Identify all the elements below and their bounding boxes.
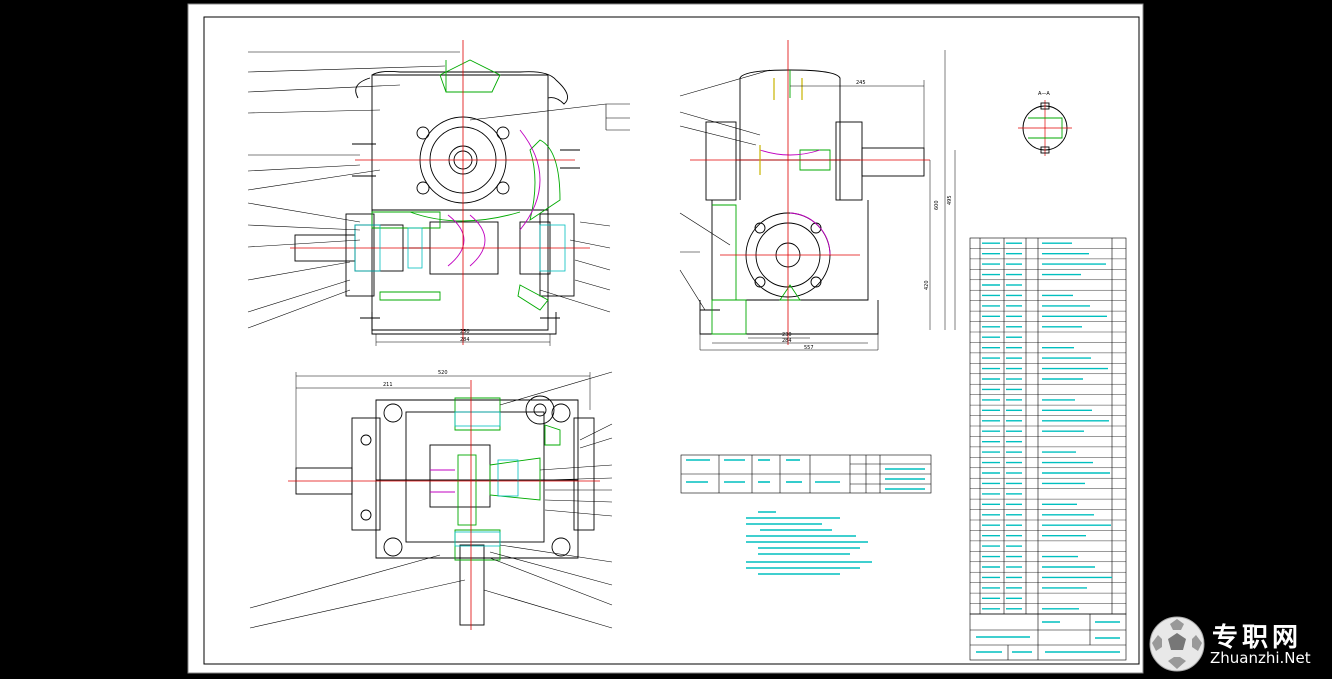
watermark-en-text: Zhuanzhi.Net bbox=[1210, 649, 1311, 667]
side-dim-top: 245 bbox=[856, 80, 866, 86]
side-dims bbox=[699, 50, 956, 351]
side-dim-284: 284 bbox=[782, 338, 792, 344]
front-leaders-left bbox=[247, 51, 460, 329]
technical-requirements bbox=[746, 511, 872, 575]
watermark: 专职网 Zhuanzhi.Net bbox=[1146, 613, 1326, 675]
front-dim-250: 250 bbox=[460, 329, 470, 335]
front-section-hatch bbox=[371, 59, 561, 311]
side-magenta bbox=[759, 149, 831, 256]
top-cyan bbox=[454, 411, 519, 547]
top-view bbox=[295, 395, 595, 626]
top-leaders bbox=[249, 371, 613, 629]
side-dim-600: 600 bbox=[934, 200, 940, 210]
side-red bbox=[690, 40, 930, 345]
side-dim-495: 495 bbox=[947, 195, 953, 205]
front-leaders-right bbox=[469, 103, 630, 313]
watermark-cn-text: 专职网 bbox=[1212, 623, 1303, 653]
front-dim-284: 284 bbox=[460, 337, 470, 343]
top-dims bbox=[295, 372, 591, 470]
section-aa-label: A—A bbox=[1038, 91, 1050, 97]
title-block-cyan bbox=[976, 621, 1120, 653]
side-leaders bbox=[679, 69, 771, 311]
side-dim-230: 230 bbox=[782, 332, 792, 338]
side-dim-557: 557 bbox=[804, 345, 814, 351]
top-dim-520: 520 bbox=[438, 370, 448, 376]
soccer-ball-icon bbox=[1149, 616, 1205, 672]
section-aa bbox=[1018, 100, 1072, 156]
top-dim-211: 211 bbox=[383, 382, 393, 388]
parameter-table-cyan bbox=[686, 459, 925, 490]
side-yellow bbox=[759, 78, 803, 175]
front-dims bbox=[375, 333, 551, 346]
front-cyan bbox=[354, 224, 566, 272]
side-section-hatch bbox=[711, 70, 831, 335]
front-magenta bbox=[447, 129, 541, 267]
top-magenta bbox=[430, 469, 455, 493]
parameter-table bbox=[680, 454, 932, 494]
side-dim-420: 420 bbox=[924, 280, 930, 290]
top-red bbox=[288, 380, 600, 630]
parts-list-rows bbox=[970, 242, 1126, 610]
